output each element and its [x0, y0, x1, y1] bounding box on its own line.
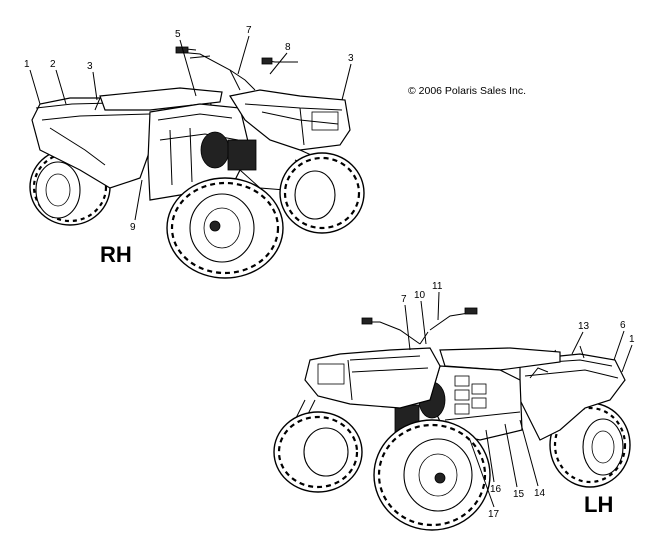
copyright-text: © 2006 Polaris Sales Inc.	[408, 85, 526, 97]
callout-rh-2: 2	[50, 59, 56, 70]
callout-rh-9: 9	[130, 222, 136, 233]
callout-rh-7: 7	[246, 25, 252, 36]
callout-rh-1: 1	[24, 59, 30, 70]
callout-lh-11: 11	[432, 281, 443, 292]
callout-lh-17: 17	[488, 509, 500, 520]
callout-lh-7: 7	[401, 294, 407, 305]
view-label-rh: RH	[100, 242, 132, 267]
callout-rh-3b: 3	[348, 53, 354, 64]
callout-rh-8: 8	[285, 42, 291, 53]
callout-lh-13: 13	[578, 321, 590, 332]
rh-callouts: 1 2 3 5 7 8 3 9	[24, 25, 354, 233]
view-label-lh: LH	[584, 492, 613, 517]
callout-lh-16: 16	[490, 484, 502, 495]
atv-rh-illustration	[29, 46, 365, 279]
callout-lh-15: 15	[513, 489, 525, 500]
callout-lh-14: 14	[534, 488, 546, 499]
callout-rh-3a: 3	[87, 61, 93, 72]
callout-lh-6: 6	[620, 320, 626, 331]
callout-lh-1: 1	[629, 334, 635, 345]
callout-rh-5: 5	[175, 29, 181, 40]
atv-lh-illustration	[273, 307, 631, 531]
lh-callouts: 7 10 11 13 6 1 16 15 14 17	[401, 281, 635, 520]
callout-lh-10: 10	[414, 290, 426, 301]
